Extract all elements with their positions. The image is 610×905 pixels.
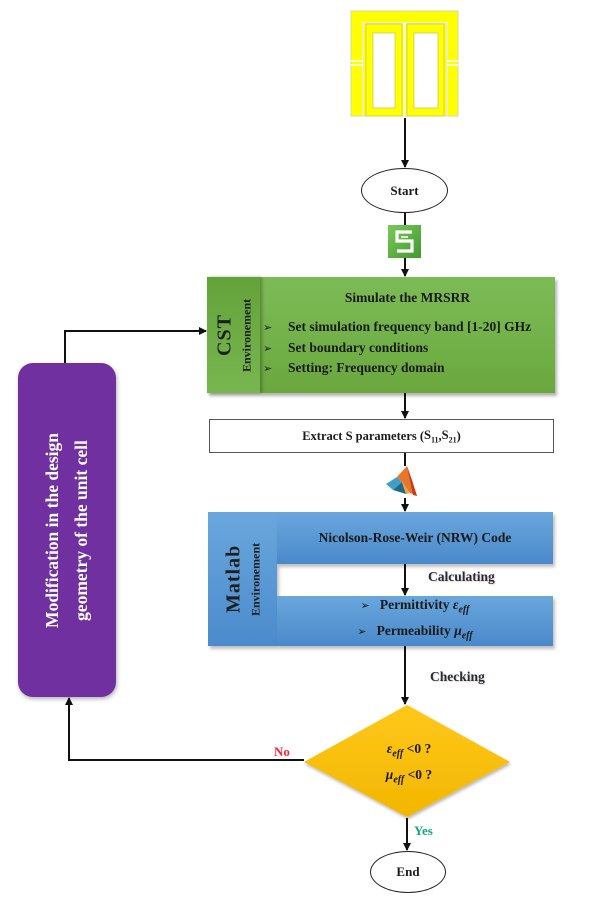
cst-env-subtitle: Environement xyxy=(239,298,254,372)
arrowhead-bullet-icon: ➢ xyxy=(263,362,273,375)
modification-block: Modification in the design geometry of t… xyxy=(18,363,116,697)
start-label: Start xyxy=(390,182,419,198)
permeability-output: ➢Permeability μeff xyxy=(357,623,473,642)
permeability-condition: μeff <0 ? xyxy=(385,766,433,786)
matlab-env-title: Matlab xyxy=(222,544,245,614)
decision-diamond xyxy=(304,705,510,817)
nrw-code-block: Nicolson-Rose-Weir (NRW) Code xyxy=(277,512,553,564)
checking-label: Checking xyxy=(430,669,485,684)
cst-main-area: Simulate the MRSRR ➢Set simulation frequ… xyxy=(260,277,555,393)
arrowhead-bullet-icon: ➢ xyxy=(263,321,273,334)
cst-bullet: ➢Set simulation frequency band [1-20] GH… xyxy=(263,317,531,338)
s11-param: S11 xyxy=(424,427,439,445)
yes-branch-label: Yes xyxy=(414,823,433,838)
cst-logo-icon xyxy=(388,225,421,258)
cst-bullet: ➢Setting: Frequency domain xyxy=(263,358,531,379)
matlab-environment-block: Matlab Environement xyxy=(208,512,277,646)
cst-bullet-list: ➢Set simulation frequency band [1-20] GH… xyxy=(263,317,531,379)
arrow-modification-to-cst xyxy=(64,327,207,363)
effective-parameters-block: ➢Permittivity εeff ➢Permeability μeff xyxy=(277,596,553,646)
matlab-logo-icon xyxy=(386,466,417,496)
cst-simulation-block: CST Environement Simulate the MRSRR ➢Set… xyxy=(207,277,555,393)
matlab-environment-label: Matlab Environement xyxy=(208,512,277,646)
s21-param: S21 xyxy=(441,427,457,445)
end-label: End xyxy=(396,864,420,879)
modification-text: Modification in the design geometry of t… xyxy=(42,432,91,628)
permittivity-output: ➢Permittivity εeff xyxy=(360,597,470,616)
cst-env-title: CST xyxy=(213,314,236,356)
arrowhead-bullet-icon: ➢ xyxy=(357,625,367,638)
calculating-label: Calculating xyxy=(428,569,495,584)
permittivity-condition: εeff <0 ? xyxy=(386,741,432,760)
nrw-heading: Nicolson-Rose-Weir (NRW) Code xyxy=(318,530,512,545)
srr-unit-cell-icon xyxy=(350,10,459,117)
cst-heading: Simulate the MRSRR xyxy=(344,290,471,305)
arrowhead-bullet-icon: ➢ xyxy=(263,341,273,355)
arrowhead-bullet-icon: ➢ xyxy=(360,599,370,613)
matlab-env-subtitle: Environement xyxy=(248,542,263,616)
cst-bullet: ➢Set boundary conditions xyxy=(263,338,531,359)
start-terminal: Start xyxy=(361,168,448,213)
decision-conditions: εeff <0 ? μeff <0 ? xyxy=(357,739,461,790)
no-branch-label: No xyxy=(274,744,290,759)
cst-environment-label: CST Environement xyxy=(207,277,260,393)
arrow-decision-no-to-modification xyxy=(65,697,304,761)
end-terminal: End xyxy=(370,851,446,893)
extract-s-parameters-block: Extract S parameters (S11, S21) xyxy=(209,419,554,453)
